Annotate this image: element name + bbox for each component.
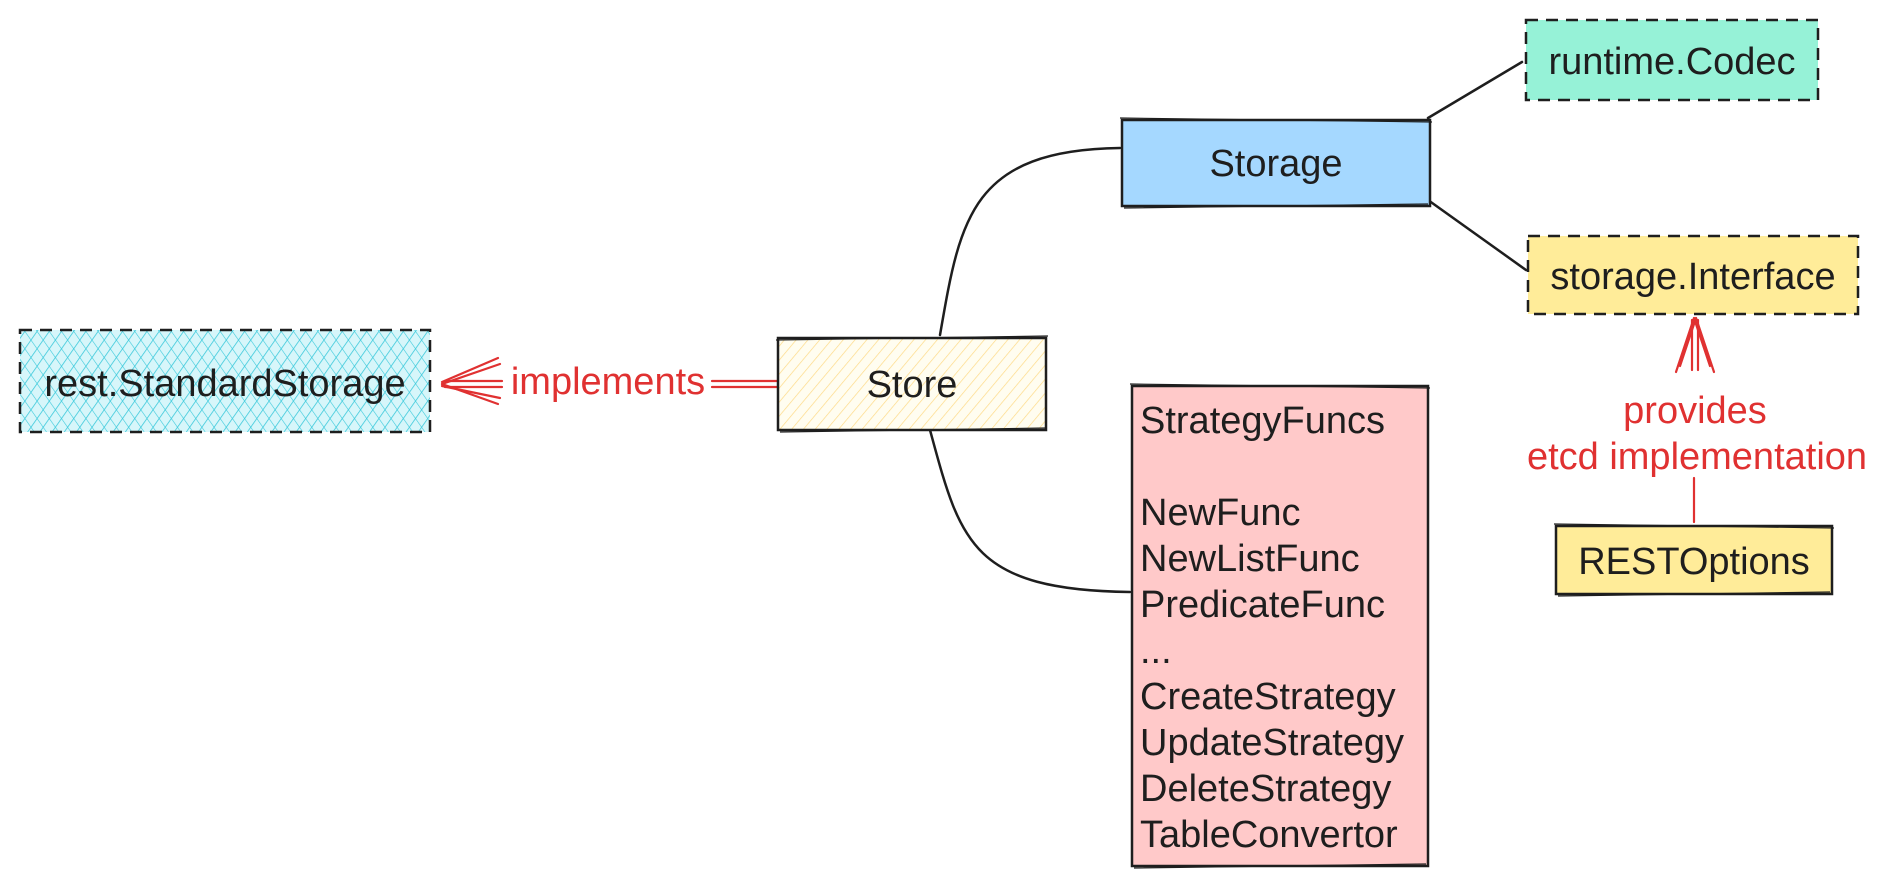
implements-arrow	[440, 356, 780, 406]
store-node[interactable]: Store	[775, 335, 1049, 433]
storage-interface-label: storage.Interface	[1550, 256, 1835, 298]
connectors	[928, 60, 1528, 594]
rest-options-label: RESTOptions	[1578, 541, 1810, 583]
rest-options-node[interactable]: RESTOptions	[1553, 523, 1835, 597]
rest-standard-storage-node[interactable]: rest.StandardStorage	[18, 328, 432, 434]
strategy-funcs-line: NewFunc	[1140, 492, 1301, 534]
storage-to-codec-edge	[1426, 60, 1524, 120]
store-label: Store	[867, 364, 958, 406]
strategy-funcs-line: CreateStrategy	[1140, 676, 1396, 718]
rest-standard-storage-label: rest.StandardStorage	[44, 363, 405, 405]
implements-label: implements	[511, 361, 705, 403]
strategy-funcs-line: NewListFunc	[1140, 538, 1360, 580]
storage-label: Storage	[1209, 143, 1342, 185]
strategy-funcs-line: ...	[1140, 630, 1172, 672]
strategy-funcs-line: PredicateFunc	[1140, 584, 1385, 626]
strategy-funcs-line: StrategyFuncs	[1140, 400, 1385, 442]
strategy-funcs-line: TableConvertor	[1140, 814, 1398, 856]
store-to-strategy-edge	[928, 428, 1132, 594]
store-to-storage-edge	[938, 146, 1122, 337]
storage-fill	[1120, 118, 1432, 208]
storage-to-interface-edge	[1426, 198, 1528, 272]
provides-label-line2: etcd implementation	[1527, 436, 1867, 478]
runtime-codec-fill	[1524, 18, 1820, 102]
strategy-funcs-line: UpdateStrategy	[1140, 722, 1404, 764]
runtime-codec-label: runtime.Codec	[1548, 41, 1795, 83]
runtime-codec-node[interactable]: runtime.Codec	[1524, 18, 1820, 102]
strategy-funcs-line: DeleteStrategy	[1140, 768, 1391, 810]
storage-interface-fill	[1526, 234, 1860, 316]
provides-label-line1: provides	[1623, 390, 1767, 432]
storage-node[interactable]: Storage	[1119, 117, 1433, 209]
provides-arrow	[1674, 316, 1716, 524]
storage-interface-node[interactable]: storage.Interface	[1526, 234, 1860, 316]
strategy-funcs-node[interactable]: StrategyFuncs NewFunc NewListFunc Predic…	[1129, 383, 1431, 869]
